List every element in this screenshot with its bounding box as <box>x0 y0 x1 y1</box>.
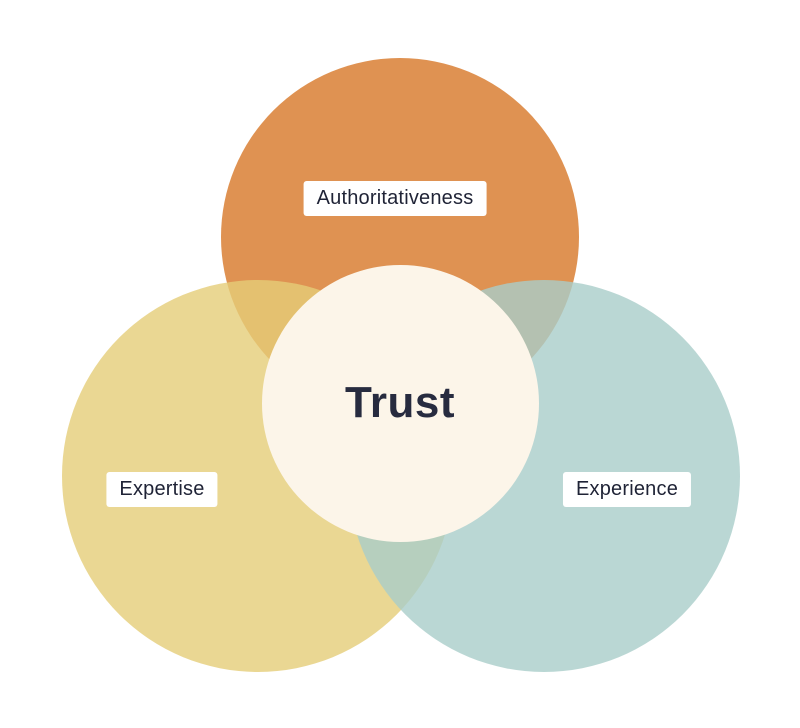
expertise-label: Expertise <box>106 472 218 507</box>
experience-label: Experience <box>562 472 692 507</box>
trust-center-circle <box>262 265 539 542</box>
authoritativeness-label: Authoritativeness <box>303 181 487 216</box>
trust-label: Trust <box>344 378 456 427</box>
